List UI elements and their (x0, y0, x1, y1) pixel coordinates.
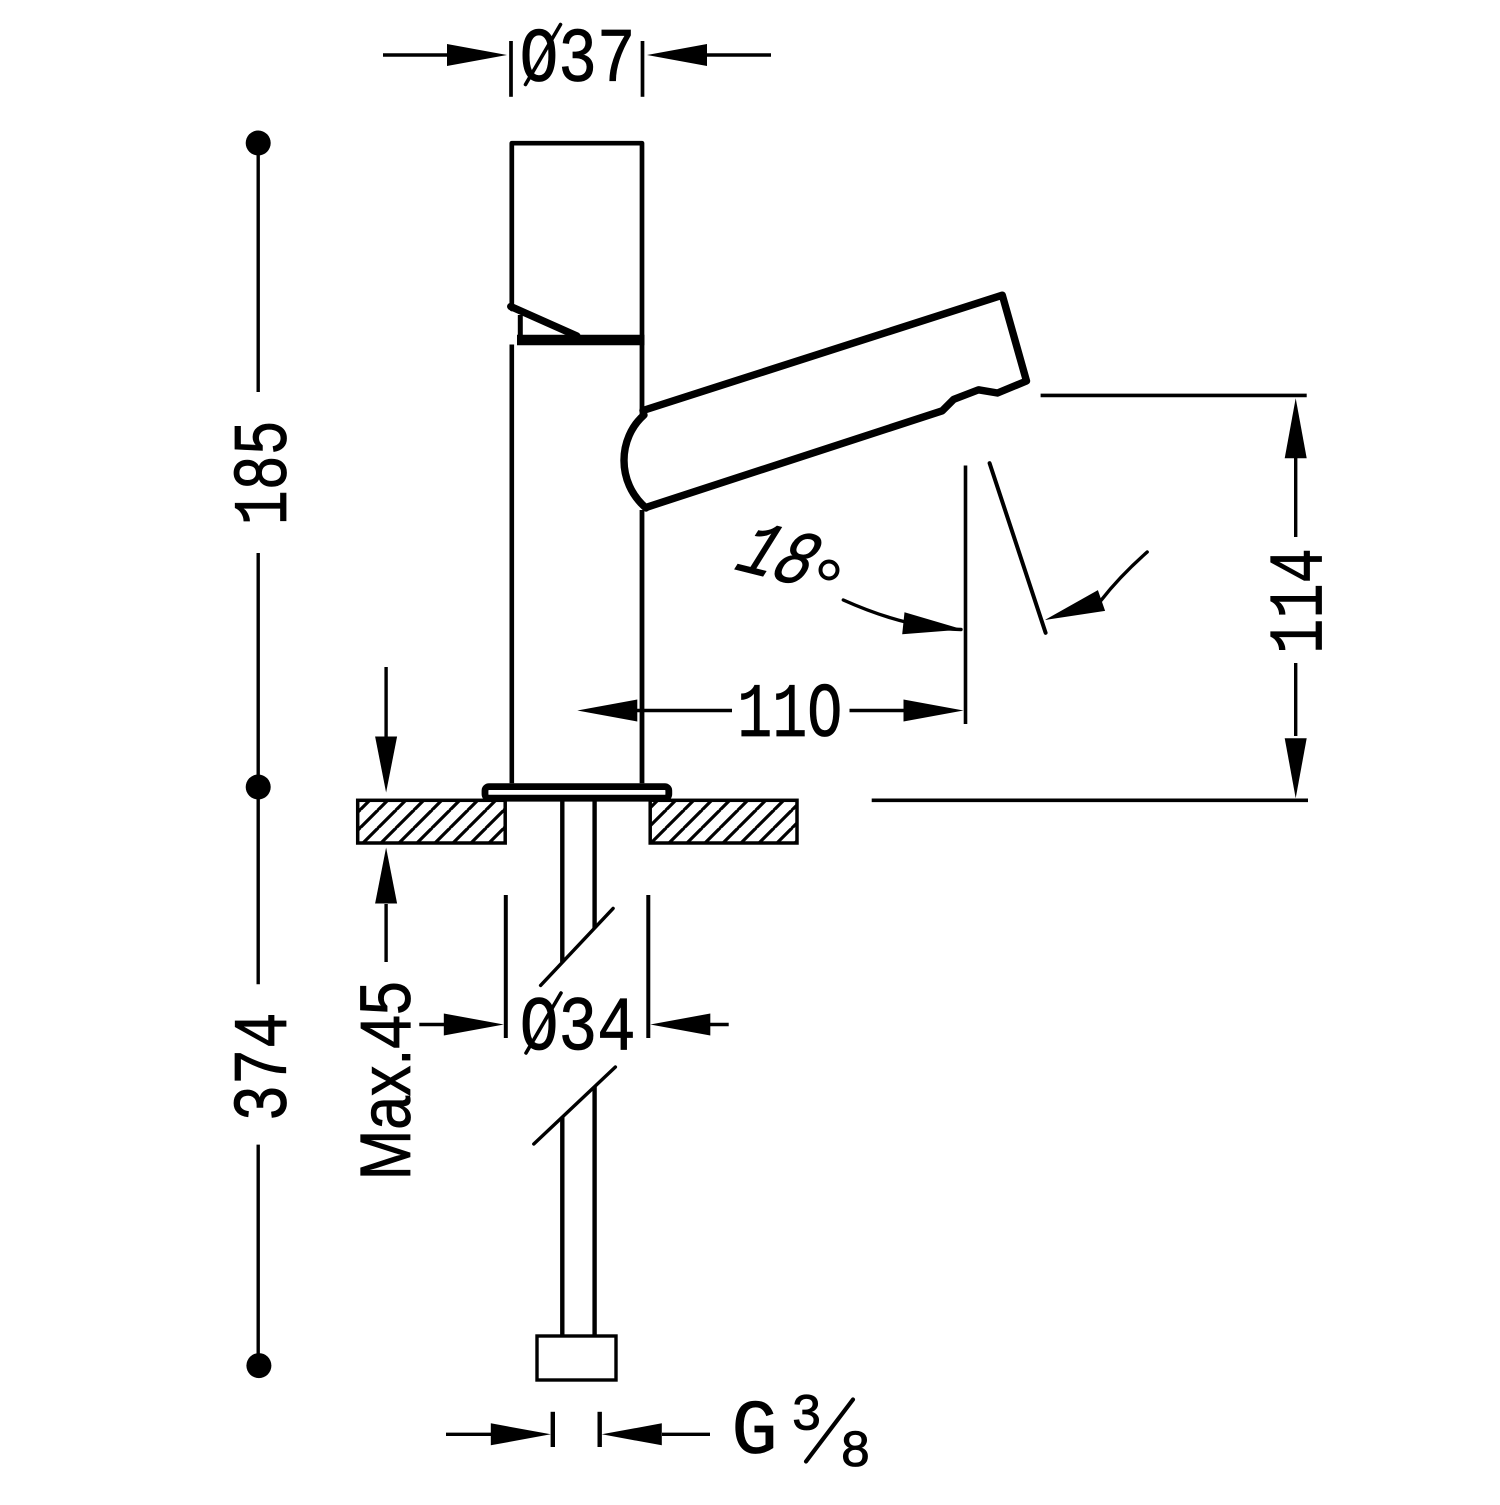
svg-text:8: 8 (840, 1424, 871, 1482)
svg-text:O37: O37 (520, 18, 636, 105)
svg-text:Max.45: Max.45 (347, 981, 426, 1180)
svg-text:114: 114 (1259, 548, 1346, 654)
svg-text:11O: 11O (737, 673, 842, 760)
svg-text:185: 185 (223, 420, 310, 525)
svg-text:3: 3 (791, 1388, 822, 1446)
svg-text:O34: O34 (520, 987, 636, 1074)
svg-text:G: G (732, 1390, 778, 1477)
svg-text:374: 374 (223, 1012, 310, 1121)
